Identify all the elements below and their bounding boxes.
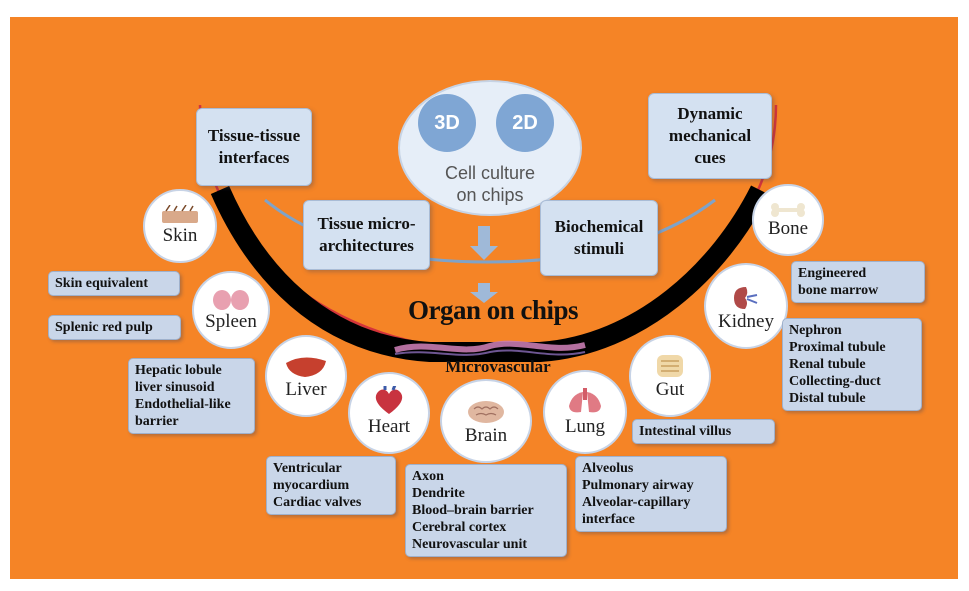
microvascular-label: Microvascular	[423, 357, 573, 377]
header-mechanical-cues: Dynamic mechanical cues	[648, 93, 772, 179]
kidney-icon	[731, 285, 761, 311]
box-lung: Alveolus Pulmonary airway Alveolar-capil…	[575, 456, 727, 532]
box-line: Renal tubule	[789, 356, 915, 373]
organ-bone: Bone	[752, 184, 824, 256]
box-line: Axon	[412, 468, 560, 485]
box-line: Intestinal villus	[639, 423, 768, 440]
box-line: Alveolus	[582, 460, 720, 477]
down-arrow-upper	[470, 226, 498, 260]
skin-icon	[160, 205, 200, 225]
organ-label: Kidney	[718, 311, 774, 333]
organ-label: Bone	[768, 218, 808, 240]
box-line: Blood–brain barrier	[412, 502, 560, 519]
brain-icon	[466, 399, 506, 425]
header-biochemical: Biochemical stimuli	[540, 200, 658, 276]
header-line: mechanical	[669, 125, 751, 147]
box-line: bone marrow	[798, 282, 918, 299]
organ-label: Skin	[163, 225, 198, 247]
box-line: Proximal tubule	[789, 339, 915, 356]
box-line: Cerebral cortex	[412, 519, 560, 536]
box-line: Skin equivalent	[55, 275, 173, 292]
organ-label: Liver	[285, 379, 326, 401]
disc-2d: 2D	[496, 94, 554, 152]
organ-on-chips-title: Organ on chips	[383, 295, 603, 326]
gut-icon	[653, 351, 687, 379]
box-line: Alveolar-capillary	[582, 494, 720, 511]
box-brain: Axon Dendrite Blood–brain barrier Cerebr…	[405, 464, 567, 557]
organ-liver: Liver	[265, 335, 347, 417]
bone-icon	[768, 202, 808, 218]
header-line: Tissue micro-	[317, 213, 415, 235]
organ-kidney: Kidney	[704, 263, 788, 349]
box-line: Cardiac valves	[273, 494, 389, 511]
box-line: Engineered	[798, 265, 918, 282]
box-gut: Intestinal villus	[632, 419, 775, 444]
organ-heart: Heart	[348, 372, 430, 454]
box-line: Collecting-duct	[789, 373, 915, 390]
box-skin: Skin equivalent	[48, 271, 180, 296]
hub-line-1: Cell culture	[400, 162, 580, 184]
heart-icon	[371, 386, 407, 416]
organ-label: Gut	[656, 379, 685, 401]
organ-label: Heart	[368, 416, 410, 438]
organ-spleen: Spleen	[192, 271, 270, 349]
box-line: Endothelial-like	[135, 396, 248, 413]
organ-gut: Gut	[629, 335, 711, 417]
box-line: Hepatic lobule	[135, 362, 248, 379]
box-line: liver sinusoid	[135, 379, 248, 396]
organ-skin: Skin	[143, 189, 217, 263]
box-line: Ventricular	[273, 460, 389, 477]
header-line: Dynamic	[677, 103, 742, 125]
organ-label: Spleen	[205, 311, 257, 333]
organ-brain: Brain	[440, 379, 532, 463]
header-line: stimuli	[574, 238, 624, 260]
liver-icon	[283, 355, 329, 379]
header-line: interfaces	[219, 147, 290, 169]
lung-icon	[564, 388, 606, 416]
box-liver: Hepatic lobule liver sinusoid Endothelia…	[128, 358, 255, 434]
header-line: Tissue-tissue	[208, 125, 300, 147]
box-line: barrier	[135, 413, 248, 430]
box-kidney: Nephron Proximal tubule Renal tubule Col…	[782, 318, 922, 411]
box-line: Distal tubule	[789, 390, 915, 407]
box-spleen: Splenic red pulp	[48, 315, 181, 340]
organ-label: Lung	[565, 416, 605, 438]
cell-culture-hub: 3D 2D Cell culture on chips	[398, 80, 582, 216]
box-bone: Engineered bone marrow	[791, 261, 925, 303]
box-line: Nephron	[789, 322, 915, 339]
header-line: cues	[694, 147, 725, 169]
box-line: Dendrite	[412, 485, 560, 502]
organ-label: Brain	[465, 425, 507, 447]
box-line: Splenic red pulp	[55, 319, 174, 336]
spleen-icon	[209, 289, 253, 311]
box-line: Neurovascular unit	[412, 536, 560, 553]
header-microarchitectures: Tissue micro- architectures	[303, 200, 430, 270]
header-tissue-interfaces: Tissue-tissue interfaces	[196, 108, 312, 186]
header-line: Biochemical	[555, 216, 644, 238]
box-heart: Ventricular myocardium Cardiac valves	[266, 456, 396, 515]
header-line: architectures	[319, 235, 414, 257]
box-line: myocardium	[273, 477, 389, 494]
disc-3d: 3D	[418, 94, 476, 152]
box-line: Pulmonary airway	[582, 477, 720, 494]
box-line: interface	[582, 511, 720, 528]
organ-lung: Lung	[543, 370, 627, 454]
